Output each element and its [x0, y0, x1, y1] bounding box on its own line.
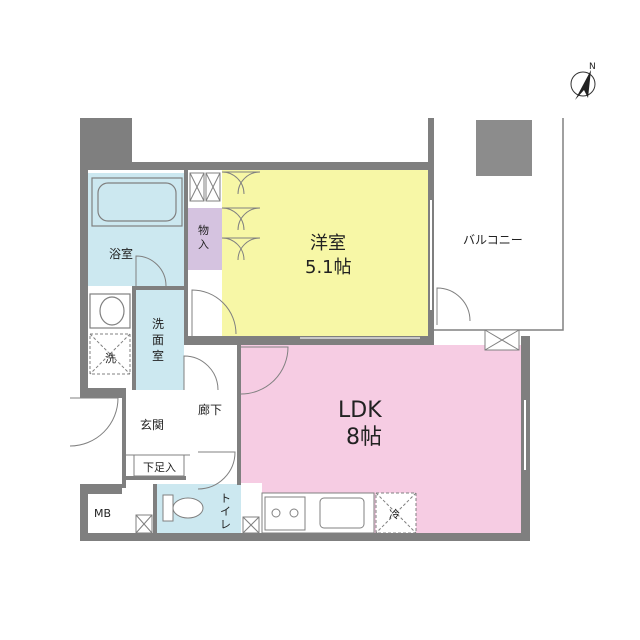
western-room-name: 洋室 [310, 233, 346, 254]
closet-doors [221, 171, 261, 261]
ldk-room [241, 345, 522, 533]
washroom-label-2: 面 [152, 333, 164, 347]
ldk-vent [484, 329, 520, 351]
compass-north-letter: N [589, 62, 596, 72]
balcony-pillar [476, 120, 532, 176]
western-room-door-swing [191, 289, 237, 338]
fridge-label: 冷 [389, 508, 400, 521]
washroom-label-1: 洗 [152, 317, 164, 331]
hallway-door-swing [197, 451, 236, 490]
closet-label-1: 物 [198, 223, 209, 237]
entrance-label: 玄関 [140, 417, 164, 432]
ldk-size: 8帖 [346, 425, 382, 450]
ldk-door-swing [240, 346, 289, 395]
entrance-door-swing [69, 397, 119, 447]
toilet-label-2: イ [220, 505, 231, 518]
bath-door-swing [135, 255, 167, 287]
bath-label: 浴室 [109, 246, 133, 261]
fridge-space [375, 492, 417, 534]
balcony-label: バルコニー [463, 233, 523, 247]
kitchen-sink [319, 497, 365, 529]
balcony-door-swing [436, 287, 471, 325]
closet-label-2: 入 [198, 238, 209, 251]
ldk-name: LDK [338, 398, 382, 423]
stove-burners-icon [264, 496, 306, 531]
kitchen-counter [261, 492, 375, 534]
balcony: バルコニー [432, 118, 564, 331]
washroom-door-swing [183, 355, 219, 391]
western-room-size: 5.1帖 [305, 257, 352, 278]
washer-pan [89, 333, 131, 375]
toilet-label-3: レ [220, 518, 231, 531]
washroom-basin-area [88, 290, 136, 330]
toilet-vent [135, 514, 153, 534]
meter-box-label: MB [94, 507, 111, 520]
hallway-label: 廊下 [198, 402, 222, 417]
north-arrow-icon: N [570, 62, 596, 100]
washroom [136, 290, 184, 390]
toilet-label-1: ト [220, 492, 231, 505]
shoe-storage-label: 下足入 [143, 461, 176, 474]
shoe-storage [133, 454, 185, 477]
bathtub [91, 177, 183, 227]
washer-label: 洗 [105, 352, 116, 365]
washroom-label-3: 室 [152, 348, 164, 363]
toilet-fixture-icon [162, 494, 204, 522]
closet-vent [189, 172, 221, 202]
western-room [222, 170, 430, 338]
wash-basin [89, 293, 131, 329]
closet [188, 208, 222, 270]
kitchen-vent [242, 516, 260, 534]
